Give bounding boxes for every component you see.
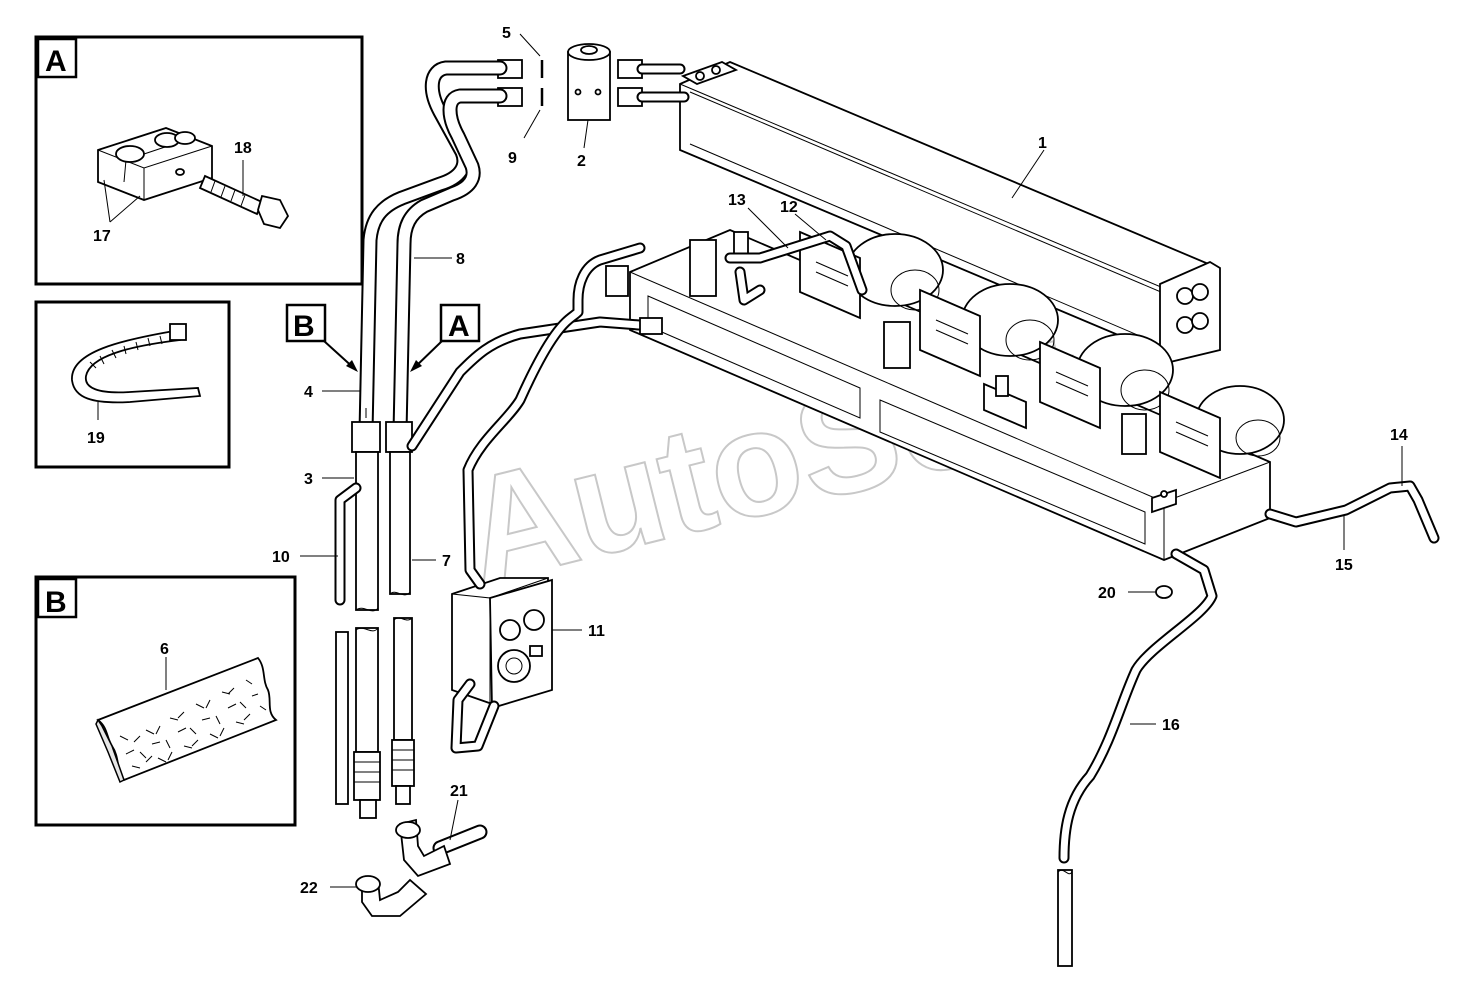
view-marker-b: B [285, 303, 358, 372]
callout-21: 21 [450, 783, 468, 800]
callout-22: 22 [300, 880, 318, 897]
view-marker-a-label: A [448, 310, 470, 343]
bolt [198, 174, 290, 230]
callout-6: 6 [160, 641, 169, 658]
view-marker-a: A [410, 303, 481, 372]
clamp-block [97, 127, 213, 201]
callout-18: 18 [234, 140, 252, 157]
detail-box-a: A 18 17 [34, 35, 364, 286]
callout-4: 4 [304, 384, 313, 401]
callout-8: 8 [456, 251, 465, 268]
callout-15: 15 [1335, 557, 1353, 574]
callout-1: 1 [1038, 135, 1047, 152]
callout-5: 5 [502, 25, 511, 42]
blower-housing [629, 229, 1285, 561]
callout-10: 10 [272, 549, 290, 566]
callout-2: 2 [577, 153, 586, 170]
heater-core: 1 [679, 61, 1221, 363]
callout-14: 14 [1390, 427, 1408, 444]
hose-sleeves [351, 421, 415, 819]
detail-box-cable-tie: 19 [34, 300, 231, 469]
callout-13: 13 [728, 192, 746, 209]
callout-16: 16 [1162, 717, 1180, 734]
callout-19: 19 [87, 430, 105, 447]
valve: 2 [567, 43, 611, 170]
detail-box-a-label: A [45, 45, 67, 78]
callout-3: 3 [304, 471, 313, 488]
detail-box-b-label: B [45, 586, 67, 619]
callout-9: 9 [508, 150, 517, 167]
callout-12: 12 [780, 199, 798, 216]
callout-20: 20 [1098, 585, 1116, 602]
detail-box-b: B 6 [34, 575, 297, 827]
view-marker-b-label: B [293, 310, 315, 343]
callout-7: 7 [442, 553, 451, 570]
control-box: 11 [451, 577, 605, 710]
insulation-strip [95, 656, 278, 784]
callout-11: 11 [588, 623, 605, 640]
callout-17: 17 [93, 228, 111, 245]
